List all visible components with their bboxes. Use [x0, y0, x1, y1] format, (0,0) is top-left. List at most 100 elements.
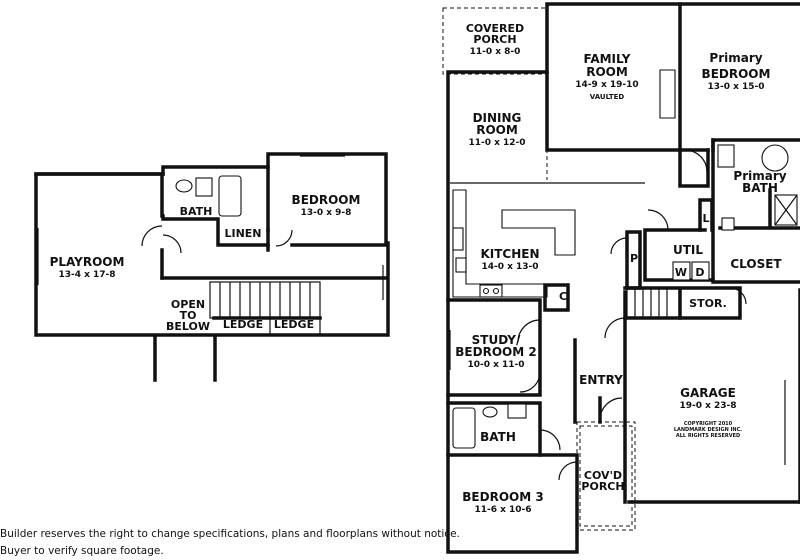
garage-dims: 19-0 x 23-8 — [679, 401, 736, 411]
open-to-below-line2: TO — [180, 309, 197, 322]
playroom-label: PLAYROOM — [50, 255, 125, 269]
door-swing-icon — [162, 234, 182, 254]
playroom-dims: 13-4 x 17-8 — [58, 270, 115, 280]
open-to-below-line3: BELOW — [166, 320, 210, 333]
coat-closet-wall — [543, 283, 570, 312]
primary-bedroom-label-line2: BEDROOM — [702, 67, 771, 81]
primary-bedroom-dims: 13-0 x 15-0 — [707, 82, 764, 92]
study-dims: 10-0 x 11-0 — [467, 360, 524, 370]
door-swing-icon — [558, 461, 578, 481]
door-swing-icon — [684, 149, 708, 173]
study-wall — [446, 298, 542, 397]
tub-icon — [761, 144, 789, 172]
study-label-line1: STUDY/ — [472, 333, 521, 347]
stair-icon — [626, 287, 680, 319]
door-swing-icon — [610, 237, 628, 255]
covered-porch-label-line2: PORCH — [473, 33, 516, 46]
family-room-dims: 14-9 x 19-10 — [575, 80, 638, 90]
sink-icon — [195, 177, 213, 197]
primary-bath-label-line1: Primary — [733, 169, 786, 183]
disclaimer-line: Builder reserves the right to change spe… — [0, 528, 460, 540]
bathtub-icon — [218, 175, 242, 217]
covd-porch-label-line2: PORCH — [581, 480, 624, 493]
fireplace-icon — [659, 69, 676, 119]
sink-icon — [717, 144, 735, 168]
door-swing-icon — [519, 371, 541, 393]
covd-porch-label-line1: COV'D — [584, 469, 622, 482]
appliance-icon — [455, 257, 467, 273]
copyright-line2: LANDMARK DESIGN INC. — [674, 427, 742, 433]
dining-room-label-line2: ROOM — [476, 123, 518, 137]
door-swing-icon — [141, 225, 163, 247]
hall-bath-wall — [446, 401, 542, 457]
bedroom3-wall — [538, 453, 579, 487]
primary-bedroom-label-line1: Primary — [709, 51, 762, 65]
door-swing-icon — [604, 317, 626, 339]
front-porch-outline — [576, 421, 636, 531]
util-label: UTIL — [673, 243, 703, 257]
toilet-icon — [721, 217, 735, 231]
covered-porch-dims: 11-0 x 8-0 — [470, 47, 521, 57]
kitchen-island — [501, 209, 576, 256]
study-label-line2: BEDROOM 2 — [455, 345, 536, 359]
upper-bath-label: BATH — [180, 205, 213, 218]
linen-label: LINEN — [224, 227, 261, 240]
linen-closet-label: L — [702, 212, 709, 225]
door-swing-icon — [275, 229, 293, 247]
ledge-label: LEDGE — [274, 318, 314, 331]
open-to-below-line1: OPEN — [171, 298, 205, 311]
closet-label: CLOSET — [730, 257, 782, 271]
door-swing-icon — [729, 287, 747, 305]
copyright-line1: COPYRIGHT 2010 — [684, 421, 733, 427]
stair-icon — [209, 281, 321, 319]
dining-room-label-line1: DINING — [473, 111, 522, 125]
primary-bath-wall — [678, 138, 800, 284]
upper-bedroom-label: BEDROOM — [292, 193, 361, 207]
toilet-icon — [482, 406, 498, 418]
pantry-label: P — [630, 252, 638, 265]
upper-bedroom-dims: 13-0 x 9-8 — [301, 208, 352, 218]
door-swing-icon — [599, 397, 623, 421]
dryer-label: D — [695, 266, 704, 279]
family-room-note: VAULTED — [590, 93, 625, 101]
bedroom-3-label: BEDROOM 3 — [462, 490, 543, 504]
storage-label: STOR. — [689, 297, 727, 310]
disclaimer-line: Buyer to verify square footage. — [0, 545, 164, 557]
upper-exterior-wall-outline — [34, 152, 390, 382]
door-swing-icon — [539, 429, 561, 451]
toilet-icon — [175, 179, 193, 193]
front-porch-inner-outline — [579, 425, 633, 527]
copyright-line3: ALL RIGHTS RESERVED — [676, 433, 740, 439]
linen-closet-wall — [698, 198, 714, 232]
upper-exterior-wall — [34, 172, 165, 218]
kitchen-dims: 14-0 x 13-0 — [481, 262, 538, 272]
main-floor-plan: COVERED PORCH 11-0 x 8-0 FAMILY ROOM 14-… — [442, 2, 800, 554]
sink-icon — [452, 227, 464, 251]
family-room-label-line2: ROOM — [586, 65, 628, 79]
storage-wall — [623, 286, 742, 320]
door-swing-icon — [517, 319, 541, 343]
kitchen-counter — [452, 189, 548, 298]
dining-room-dims: 11-0 x 12-0 — [468, 138, 525, 148]
coat-closet-label: C — [559, 290, 567, 303]
kitchen-label: KITCHEN — [480, 247, 539, 261]
primary-bath-label-line2: BATH — [742, 181, 778, 195]
bedroom-3-dims: 11-6 x 10-6 — [474, 505, 531, 515]
washer-label: W — [675, 266, 687, 279]
burner-icon — [482, 287, 490, 295]
bathtub-icon — [452, 407, 476, 449]
bath-wall — [161, 165, 270, 247]
disclaimer-notes: Builder reserves the right to change spe… — [0, 526, 460, 560]
entry-label: ENTRY — [579, 373, 623, 387]
sink-icon — [507, 403, 527, 419]
family-room-label-line1: FAMILY — [584, 52, 631, 66]
door-swing-icon — [647, 209, 669, 231]
garage-label: GARAGE — [680, 386, 736, 400]
hall-bath-label: BATH — [480, 430, 516, 444]
upper-floor-plan: PLAYROOM 13-4 x 17-8 BATH LINEN BEDROOM … — [34, 152, 390, 382]
covered-porch-label-line1: COVERED — [466, 22, 524, 35]
burner-icon — [492, 287, 500, 295]
dryer-icon — [691, 261, 710, 281]
ledge-label: LEDGE — [223, 318, 263, 331]
